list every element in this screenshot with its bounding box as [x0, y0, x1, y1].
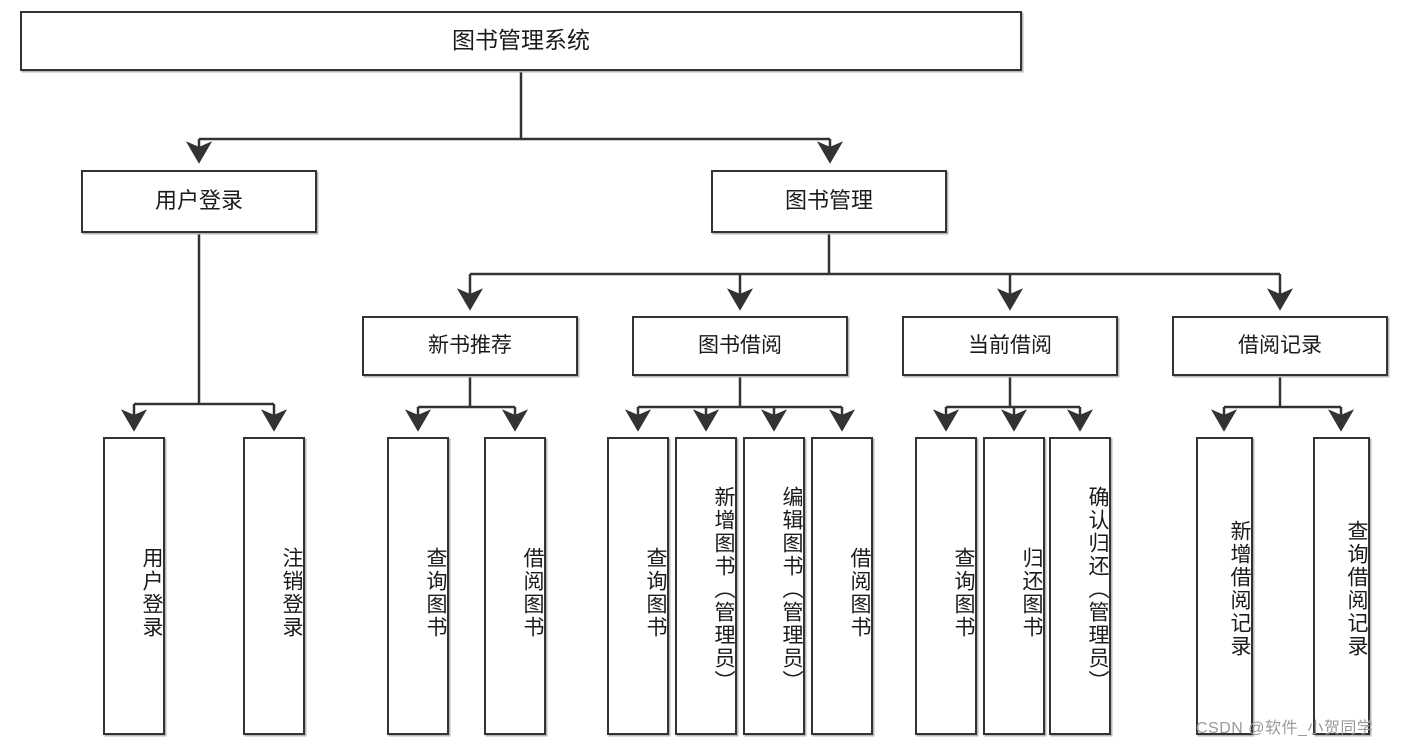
node-leaf-current-return-book[interactable]: 归还图书 — [983, 437, 1045, 735]
node-leaf-record-query-record[interactable]: 查询借阅记录 — [1313, 437, 1370, 735]
node-root[interactable]: 图书管理系统 — [20, 11, 1022, 71]
node-leaf-record-add-record[interactable]: 新增借阅记录 — [1196, 437, 1253, 735]
node-leaf-borrow-query-book[interactable]: 查询图书 — [607, 437, 669, 735]
node-book-manage[interactable]: 图书管理 — [711, 170, 947, 233]
node-leaf-current-confirm-return-admin[interactable]: 确认归还（管理员） — [1049, 437, 1111, 735]
node-book-borrow[interactable]: 图书借阅 — [632, 316, 848, 376]
node-leaf-borrow-edit-book-admin[interactable]: 编辑图书（管理员） — [743, 437, 805, 735]
node-leaf-borrow-borrow-book[interactable]: 借阅图书 — [811, 437, 873, 735]
node-new-book-recommend[interactable]: 新书推荐 — [362, 316, 578, 376]
node-leaf-user-logout[interactable]: 注销登录 — [243, 437, 305, 735]
node-current-borrow[interactable]: 当前借阅 — [902, 316, 1118, 376]
node-user-login[interactable]: 用户登录 — [81, 170, 317, 233]
node-leaf-current-query-book[interactable]: 查询图书 — [915, 437, 977, 735]
node-leaf-recommend-borrow-book[interactable]: 借阅图书 — [484, 437, 546, 735]
node-leaf-recommend-query-book[interactable]: 查询图书 — [387, 437, 449, 735]
node-borrow-record[interactable]: 借阅记录 — [1172, 316, 1388, 376]
node-leaf-user-login[interactable]: 用户登录 — [103, 437, 165, 735]
csdn-watermark: CSDN @软件_小贺同学 — [1196, 720, 1374, 737]
node-leaf-borrow-add-book-admin[interactable]: 新增图书（管理员） — [675, 437, 737, 735]
